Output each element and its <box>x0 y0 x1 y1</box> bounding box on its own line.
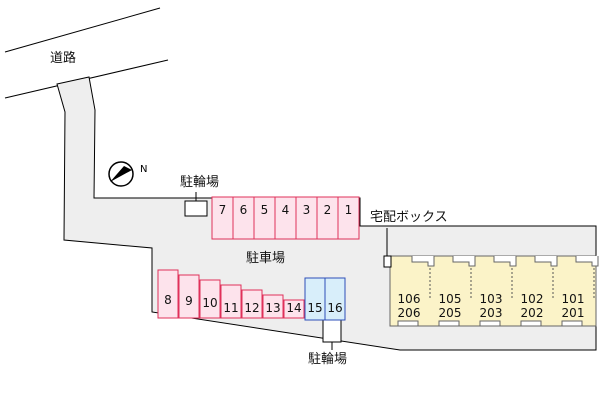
room-number-upper: 103 <box>479 292 503 306</box>
room-number-lower: 203 <box>479 306 503 320</box>
parking-space-16 <box>324 277 346 321</box>
parking-space-number: 16 <box>327 301 343 315</box>
parking-space-14 <box>283 299 305 319</box>
parking-space-12 <box>241 289 263 319</box>
parking-space-number: 4 <box>281 203 290 217</box>
parking-space-number: 10 <box>202 296 218 310</box>
parking-space-number: 14 <box>286 301 302 315</box>
road-label: 道路 <box>50 51 77 66</box>
building-body <box>389 255 597 327</box>
parking-space-10 <box>199 279 221 319</box>
parking-space-number: 3 <box>302 203 311 217</box>
parking-space-number: 13 <box>265 301 281 315</box>
parking-space-11 <box>220 284 242 319</box>
room-number-upper: 106 <box>397 292 421 306</box>
parking-space-number: 5 <box>260 203 269 217</box>
parking-space-number: 15 <box>307 301 323 315</box>
parking-space-number: 9 <box>185 294 193 308</box>
bicycle-parking-label-top: 駐輪場 <box>180 175 220 190</box>
parking-space-number: 1 <box>344 203 353 217</box>
room-number-lower: 205 <box>438 306 462 320</box>
room-number-upper: 101 <box>561 292 585 306</box>
parking-space-1 <box>337 196 360 240</box>
parking-space-number: 7 <box>218 203 227 217</box>
road-edge-top <box>4 7 161 53</box>
apartment-building <box>389 255 599 327</box>
bicycle-parking-box-top <box>184 200 208 217</box>
parking-space-number: 8 <box>164 293 172 307</box>
svg-text:N: N <box>140 164 147 175</box>
parking-lot-label: 駐車場 <box>246 251 286 266</box>
delivery-box <box>383 255 392 268</box>
room-number-lower: 201 <box>561 306 585 320</box>
parking-space-13 <box>262 294 284 319</box>
compass-north-icon: N <box>108 161 147 187</box>
room-number-upper: 105 <box>438 292 462 306</box>
parking-space-number: 12 <box>244 301 260 315</box>
parking-space-9 <box>178 274 200 319</box>
bicycle-parking-label-bottom: 駐輪場 <box>308 352 348 367</box>
parking-space-number: 11 <box>223 301 239 315</box>
room-number-lower: 206 <box>397 306 421 320</box>
parking-space-8 <box>157 269 179 319</box>
room-number-upper: 102 <box>520 292 544 306</box>
bicycle-parking-box-bottom <box>322 319 342 343</box>
parking-space-number: 2 <box>323 203 332 217</box>
room-number-lower: 202 <box>520 306 544 320</box>
delivery-box-label: 宅配ボックス <box>370 210 448 225</box>
parking-space-number: 6 <box>239 203 248 217</box>
